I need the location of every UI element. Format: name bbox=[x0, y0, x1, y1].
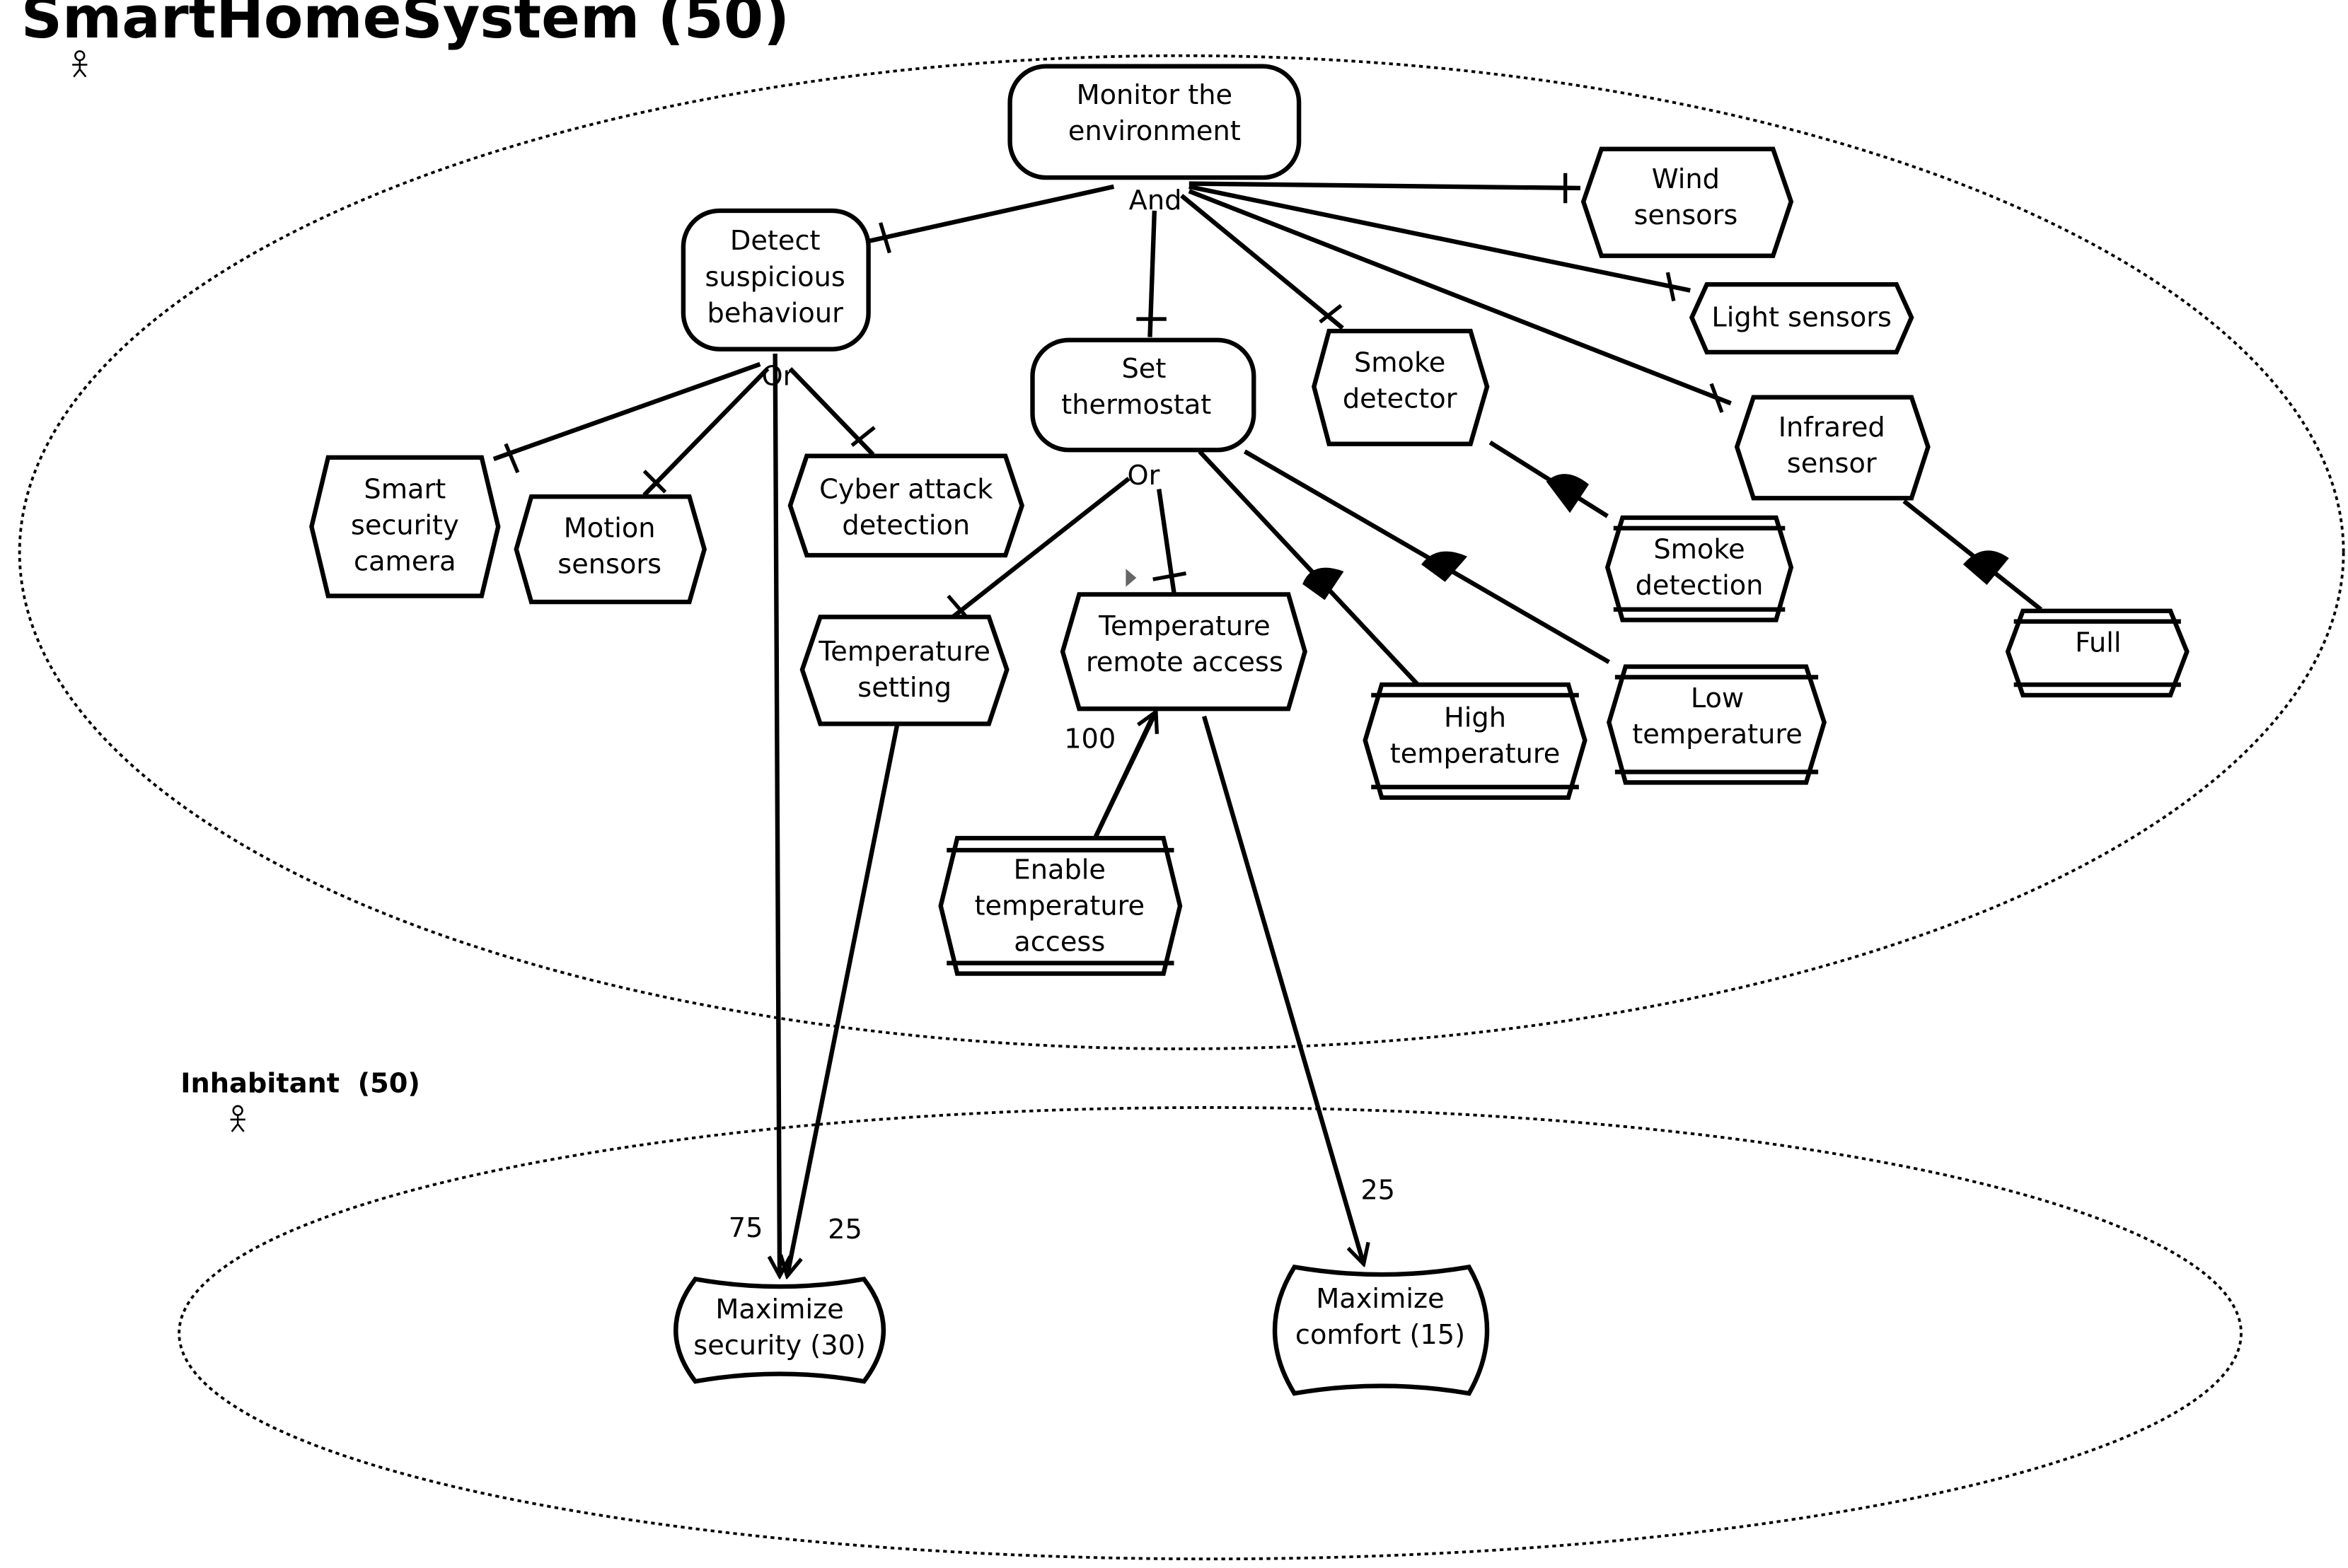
contribution-label-25-security: 25 bbox=[828, 1214, 862, 1245]
contribution-detect-security[interactable] bbox=[775, 354, 780, 1276]
actor-name-inhabitant[interactable]: Inhabitant(50) bbox=[180, 1068, 420, 1100]
and-link-light[interactable] bbox=[1189, 184, 1691, 293]
selection-marker-icon bbox=[1126, 569, 1137, 587]
contribution-label-25-comfort: 25 bbox=[1360, 1175, 1395, 1207]
and-link-infrared[interactable] bbox=[1188, 189, 1732, 406]
link-end-ticks bbox=[504, 173, 1724, 620]
or-link-temp-setting[interactable] bbox=[951, 477, 1130, 619]
or-link-camera[interactable] bbox=[492, 361, 761, 461]
actor-icon bbox=[72, 50, 88, 78]
resource-full[interactable]: Full bbox=[2005, 608, 2190, 698]
svg-text:Full: Full bbox=[2075, 627, 2121, 658]
links bbox=[492, 181, 2042, 1277]
link-smoke-detection[interactable] bbox=[1488, 440, 1609, 518]
link-low-temp[interactable] bbox=[1243, 449, 1610, 664]
filled-arrowheads bbox=[1302, 474, 2009, 600]
and-link-thermostat[interactable] bbox=[1147, 210, 1157, 337]
or-label-thermostat: Or bbox=[1128, 460, 1160, 492]
or-link-cyber[interactable] bbox=[788, 367, 875, 456]
and-link-smoke-detector[interactable] bbox=[1180, 194, 1344, 330]
inhabitant-boundary bbox=[178, 1106, 2243, 1561]
svg-text:Light sensors: Light sensors bbox=[1711, 302, 1892, 334]
actor-name-smart-home-system[interactable]: SmartHomeSystem(50) bbox=[21, 0, 790, 52]
or-link-motion[interactable] bbox=[642, 367, 770, 497]
contribution-setting-security[interactable] bbox=[787, 724, 900, 1277]
contribution-enable-remote[interactable] bbox=[1093, 712, 1156, 838]
contribution-label-75: 75 bbox=[729, 1212, 763, 1244]
smart-home-system-boundary bbox=[18, 54, 2345, 1050]
and-link-wind[interactable] bbox=[1189, 181, 1580, 191]
or-label-detect: Or bbox=[762, 361, 794, 393]
link-high-temp[interactable] bbox=[1198, 450, 1420, 687]
actor-icon bbox=[230, 1105, 245, 1132]
task-light-sensors[interactable]: Light sensors bbox=[1689, 281, 1914, 355]
contribution-remote-comfort[interactable] bbox=[1201, 715, 1364, 1264]
contribution-label-100: 100 bbox=[1064, 723, 1116, 755]
and-label: And bbox=[1129, 185, 1182, 216]
link-full[interactable] bbox=[1902, 499, 2042, 612]
and-link-detect[interactable] bbox=[869, 184, 1115, 243]
